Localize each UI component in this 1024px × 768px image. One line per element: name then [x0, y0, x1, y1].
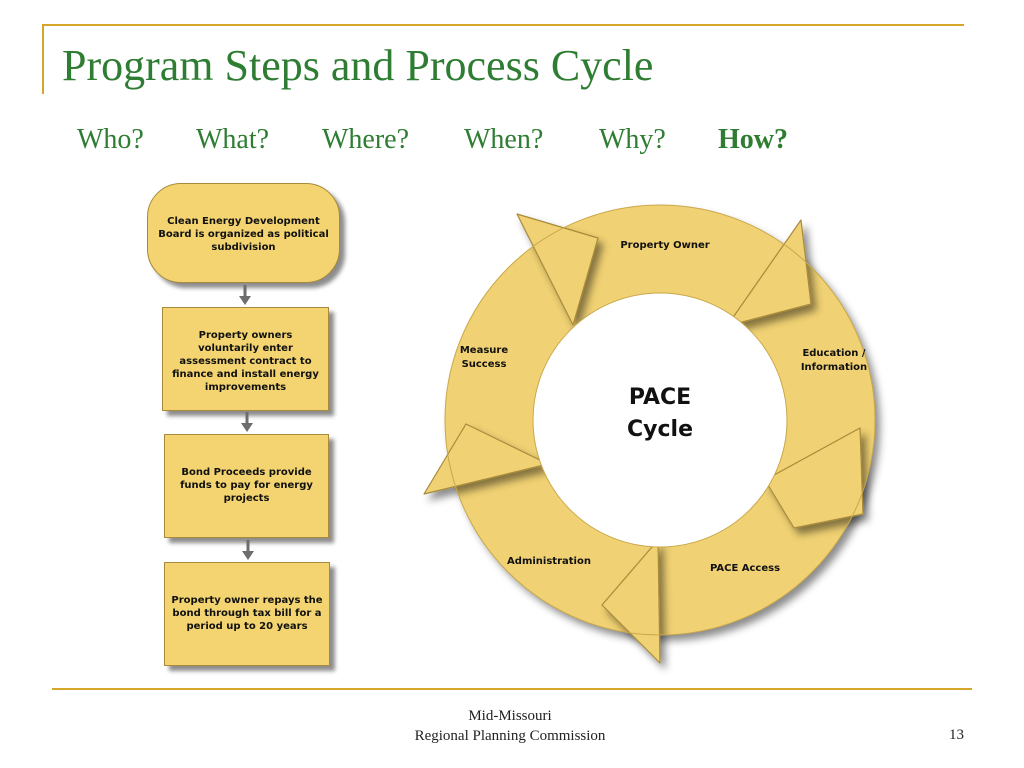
footer-org-line2: Regional Planning Commission [414, 728, 606, 744]
question-where: Where? [322, 124, 410, 155]
pace-cycle-center-label: PACE Cycle [595, 382, 725, 446]
flow-step-4: Property owner repays the bond through t… [164, 562, 330, 666]
flow-step-1: Clean Energy Development Board is organi… [147, 183, 340, 283]
stage-administration: Administration [507, 556, 591, 567]
stage-education-information: Education / Information [800, 348, 868, 373]
cycle-center [532, 292, 788, 548]
cycle-ring [445, 205, 875, 635]
cycle-arrowhead-bottom [601, 539, 661, 664]
question-how: How? [718, 124, 788, 155]
left-rule [42, 24, 44, 94]
footer-rule [52, 688, 972, 690]
flow-step-2: Property owners voluntarily enter assess… [162, 307, 329, 411]
down-arrow-icon [242, 540, 254, 560]
down-arrow-icon [239, 285, 251, 305]
slide-title: Program Steps and Process Cycle [62, 41, 654, 90]
question-why: Why? [599, 124, 666, 155]
stage-property-owner: Property Owner [620, 240, 710, 251]
stage-measure-success: Measure Success [459, 345, 509, 370]
question-who: Who? [77, 124, 144, 155]
question-what: What? [196, 124, 270, 155]
center-label-line2: Cycle [627, 417, 693, 442]
cycle-arrowhead-left [423, 423, 549, 495]
question-when: When? [464, 124, 544, 155]
center-label-line1: PACE [628, 385, 692, 410]
stage-pace-access: PACE Access [709, 563, 781, 574]
cycle-arrowhead-top-left [516, 213, 599, 326]
top-rule [42, 24, 964, 26]
footer-organization: Mid-Missouri Regional Planning Commissio… [390, 706, 630, 746]
cycle-arrowhead-right [764, 427, 864, 529]
footer-org-line1: Mid-Missouri [468, 708, 552, 724]
down-arrow-icon [241, 412, 253, 432]
flow-step-3: Bond Proceeds provide funds to pay for e… [164, 434, 329, 538]
page-number: 13 [949, 727, 964, 743]
cycle-outer-edge [444, 204, 876, 636]
